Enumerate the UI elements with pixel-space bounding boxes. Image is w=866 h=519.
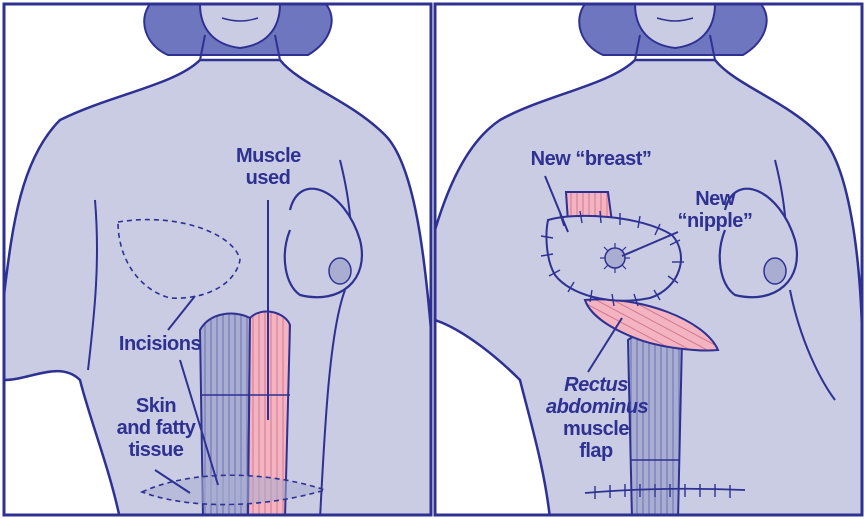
label-skin-fatty-line3: tissue [108, 439, 204, 461]
label-flap-line4: flap [546, 440, 646, 462]
label-muscle-used-line2: used [236, 167, 300, 189]
label-skin-fatty: Skin and fatty tissue [108, 395, 204, 461]
nipple-right-panel [764, 258, 786, 284]
nipple-left-panel [329, 258, 351, 284]
label-skin-fatty-line2: and fatty [108, 417, 204, 439]
label-flap-line3: muscle [546, 418, 646, 440]
label-muscle-used: Muscle used [236, 145, 300, 189]
label-flap-line2: abdominus [546, 396, 646, 418]
right-panel [435, 4, 862, 519]
label-flap: Rectus abdominus muscle flap [546, 374, 646, 462]
label-new-nipple-line1: New [670, 188, 760, 210]
label-muscle-used-line1: Muscle [236, 145, 300, 167]
label-new-breast: New “breast” [526, 148, 656, 170]
label-incisions: Incisions [110, 333, 210, 355]
label-flap-line1: Rectus [546, 374, 646, 396]
label-skin-fatty-line1: Skin [108, 395, 204, 417]
label-new-nipple: New “nipple” [670, 188, 760, 232]
label-new-nipple-line2: “nipple” [670, 210, 760, 232]
left-panel [4, 4, 431, 519]
